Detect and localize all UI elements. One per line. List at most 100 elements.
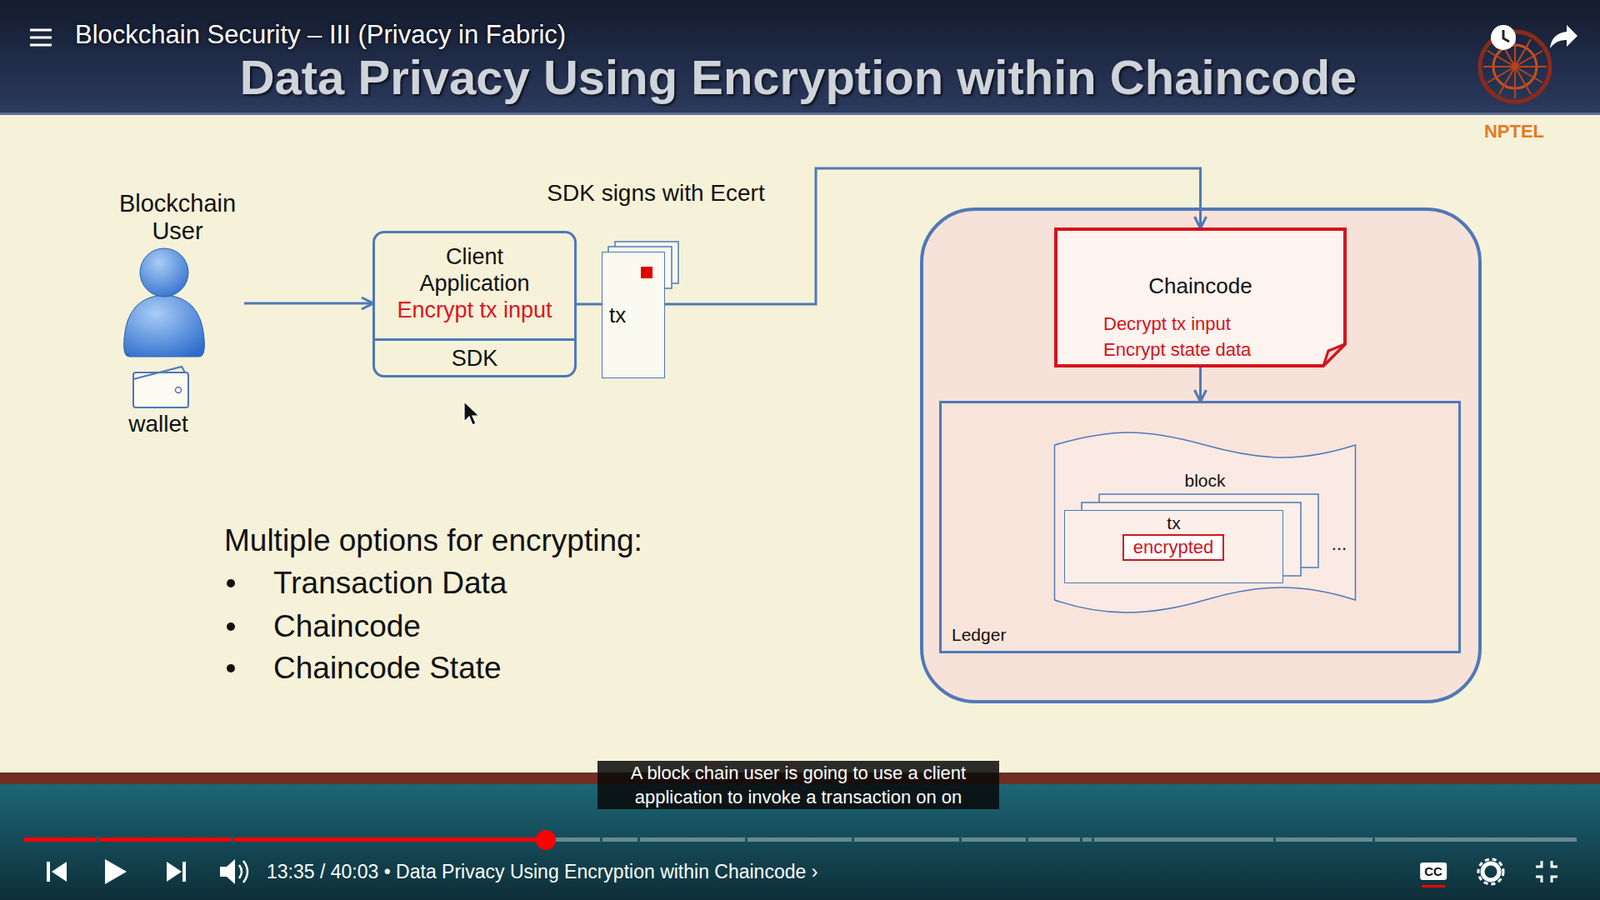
menu-icon [30,44,52,47]
step-note: SDK signs with Ecert [546,180,765,207]
chapter-gap [1025,836,1029,843]
cc-underline [1421,885,1445,888]
ledger-box: Ledgerblocktxencrypted [939,400,1461,654]
header-band [0,0,1600,115]
clock-icon [1503,30,1510,42]
logo-spoke [1487,66,1515,83]
play-icon [105,859,127,885]
label-holder: A block chain user is going to use a cli… [597,760,1000,810]
next-icon [166,861,182,882]
slide-title: Data Privacy Using Encryption within Cha… [240,52,1358,103]
node-note: Encrypt tx input [396,296,552,324]
label-holder: SDK signs with Ecert [546,180,765,207]
node-title: Ledger [951,624,1006,646]
chapter-gap [1372,836,1375,843]
logo-spoke [1515,66,1531,95]
icon-label: wallet [128,410,189,438]
flow-arrow [244,302,373,305]
cc-button: CC [1420,862,1447,880]
chapter-gap [1091,836,1095,843]
chapter-gap [1273,836,1276,843]
bullet-dot [226,579,235,588]
block-outline [1055,432,1356,613]
logo-text: NPTEL [1484,120,1545,142]
label-holder: Chaincode [273,608,421,645]
share-icon [1550,25,1578,49]
node-note: Encrypt state data [1103,336,1251,363]
wallet-icon [133,366,185,380]
document-outline [1055,229,1345,366]
label-holder: Chaincode State [273,650,502,686]
label-holder: ... [1331,533,1347,555]
chapter-gap [745,836,748,843]
transaction-record: txencrypted [1064,510,1284,584]
encryption-mark [640,266,653,279]
document-fold [1323,344,1345,366]
chapter-gap [1080,836,1083,843]
chapter-gap [637,836,640,843]
label-holder: Multiple options for encrypting: [224,522,643,559]
list-item: Chaincode [273,608,421,645]
menu-icon [30,29,52,32]
label-holder: 13:35 / 40:03 • Data Privacy Using Encry… [266,860,818,883]
node-title: SDK [451,345,499,372]
user-body [124,295,205,357]
bullet-dot [226,664,235,673]
list-heading: Multiple options for encrypting: [224,522,643,559]
chapter-gap [600,836,603,843]
peer-region [921,209,1480,702]
list-item: Chaincode State [273,650,502,686]
label-holder: Data Privacy Using Encryption within Cha… [240,52,1358,103]
node-title: Client Application [400,243,550,297]
node-title: Chaincode [1148,273,1252,299]
logo-spoke [1515,65,1547,68]
flow-arrow [1199,367,1202,401]
slide-background [0,114,1600,773]
node-title: tx [609,302,626,328]
sdk-compartment: SDK [375,338,575,375]
volume-icon [239,860,248,883]
next-icon [182,861,186,882]
user-figure: Blockchain User [110,190,245,357]
ellipsis: ... [1331,533,1347,555]
label-holder: wallet [128,410,189,438]
application-box: Client ApplicationEncrypt tx inputSDK [372,230,577,378]
logo-spoke [1514,66,1516,99]
label-holder: CC [1420,862,1447,880]
node-title: Blockchain User [110,190,245,245]
node-title: tx [1166,512,1180,535]
video-title: Blockchain Security – III (Privacy in Fa… [75,20,566,50]
fullscreen-icon [1535,860,1558,883]
chapter-gap [851,836,855,843]
user-head [140,248,189,297]
prev-icon [46,861,50,882]
transaction-icon: tx [601,251,665,379]
mouse-pointer [464,401,480,425]
chapter-gap [96,836,100,843]
logo-spoke [1515,50,1543,67]
settings-icon [1478,859,1504,885]
clock-icon [1490,25,1516,50]
node-title: block [1184,470,1225,492]
progress-handle [535,830,556,850]
chapter-time: 13:35 / 40:03 • Data Privacy Using Encry… [266,860,818,883]
menu-icon [30,36,52,40]
block-document: blocktxencrypted [1053,433,1357,618]
volume-icon [220,859,235,885]
settings-icon [1482,863,1500,880]
chaincode-document: ChaincodeDecrypt tx inputEncrypt state d… [1054,227,1347,368]
chapter-gap [230,836,234,843]
subtitle: A block chain user is going to use a cli… [597,760,1000,810]
bullet-dot [226,622,235,631]
logo-spoke [1483,65,1515,68]
progress-played [24,837,546,842]
list-item: Transaction Data [273,565,507,601]
progress-track [24,837,1577,842]
logo-ring [1480,31,1550,102]
node-title: encrypted [1133,536,1215,559]
header-rule [0,112,1600,115]
prev-icon [51,861,67,882]
label-holder: NPTEL [1484,120,1545,142]
